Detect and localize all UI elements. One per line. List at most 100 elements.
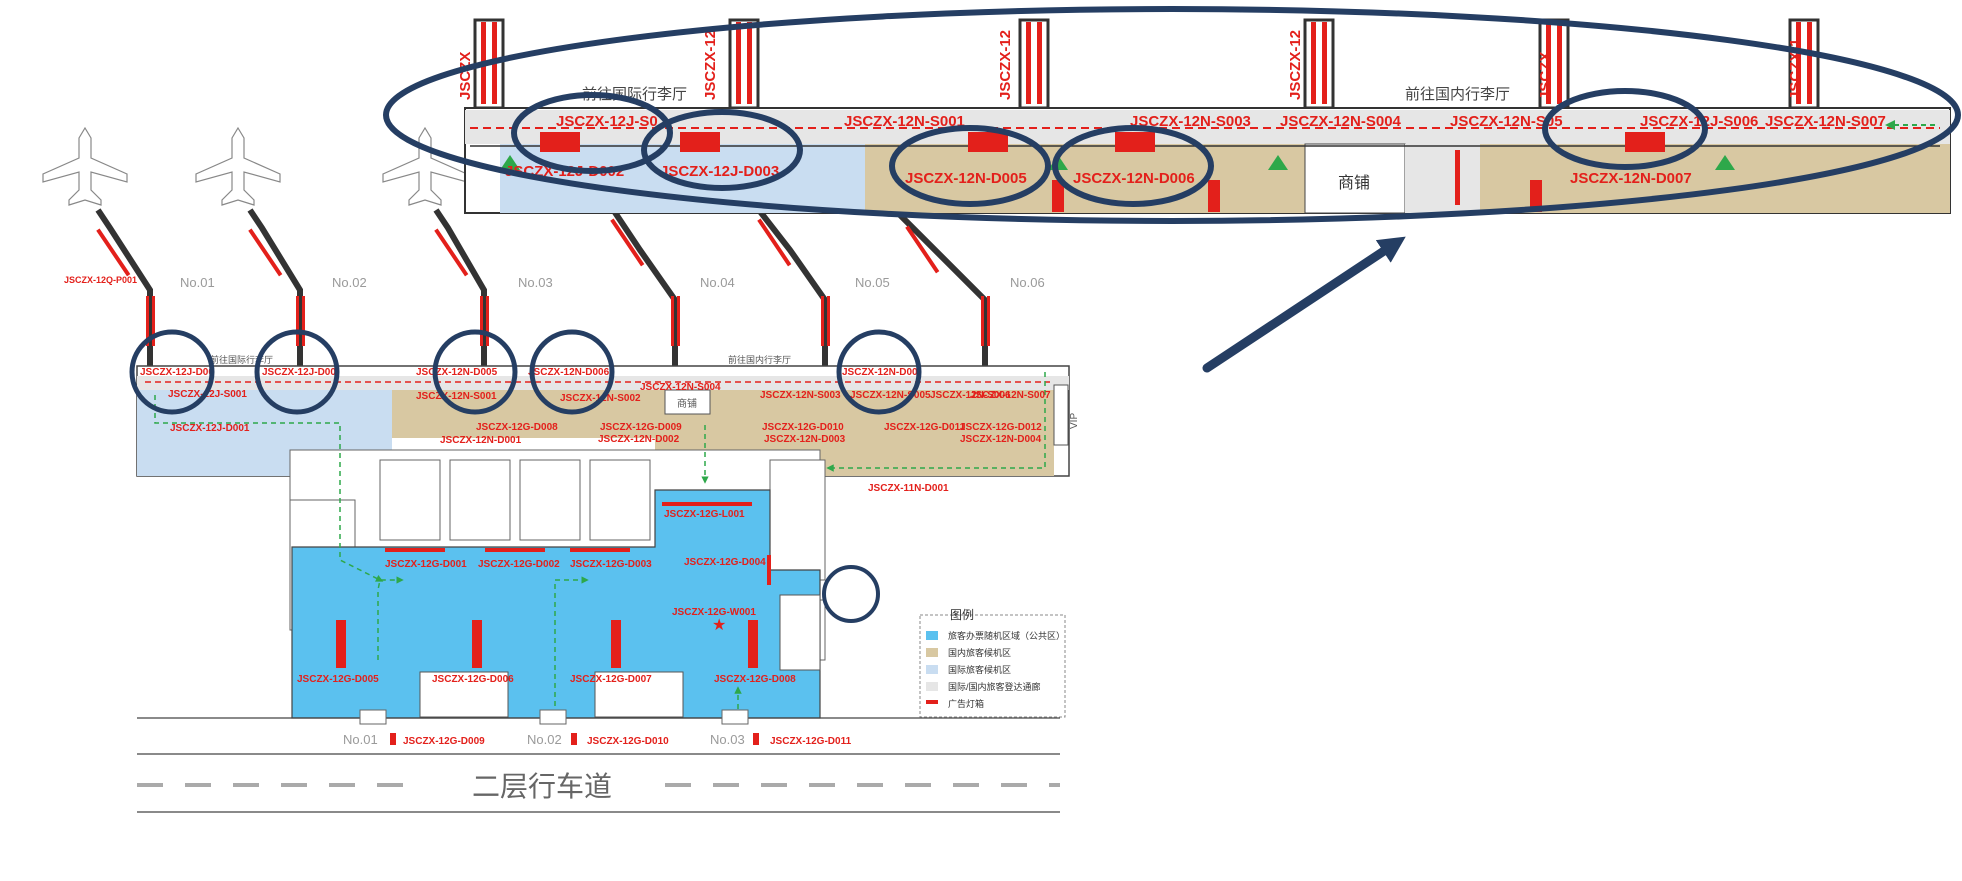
aircraft-icon: [42, 127, 128, 206]
bridge-label: JSCZX-12: [997, 30, 1014, 100]
gate-number: No.03: [518, 275, 553, 290]
lightbox-label: JSCZX-12N-S05: [1450, 113, 1563, 130]
shop-block: [664, 389, 711, 415]
lightbox-label: JSCZX-12G-D010: [587, 736, 669, 747]
lightbox-label: JSCZX-12N-D005: [905, 170, 1027, 187]
corridor-zone: [137, 376, 1069, 390]
lightbox-label: JSCZX-12G-D010: [762, 422, 844, 433]
lightbox-label: JSCZX-12N-D006: [528, 367, 610, 378]
domestic-zone: [825, 438, 1054, 476]
jet-bridge: [752, 203, 828, 368]
aircraft-icon: [382, 127, 468, 206]
highlight-circle: [254, 329, 340, 415]
lightbox-label: JSCZX-12N-S001: [416, 391, 497, 402]
departure-road: 二层行车道 No.01 JSCZX-12G-D009 No.02 JSCZX-1…: [137, 709, 1060, 813]
zoom-pointer-arrow: [1202, 236, 1406, 373]
lightbox-label: JSCZX-12G-D011: [770, 736, 852, 747]
lightbox-label: JSCZX-12G-D002: [478, 559, 560, 570]
lightbox-label: JSCZX-12N-S006: [930, 390, 1011, 401]
lightbox-label: JSCZX-12N-S001: [844, 113, 965, 130]
inset-lightboxes: [540, 132, 1665, 212]
highlight-circle: [889, 125, 1051, 207]
gate-number: No.05: [855, 275, 890, 290]
lightbox-label: JSCZX-12N-D002: [598, 434, 680, 445]
gate-number: No.02: [332, 275, 367, 290]
lightbox-label: JSCZX-12G-D012: [960, 422, 1042, 433]
bridge-label: JSCZX: [457, 52, 474, 100]
lightbox-label: JSCZX-12G-W001: [672, 607, 756, 618]
lightbox-label: JSCZX-12G-D004: [684, 557, 766, 568]
zoom-inset: JSCZX JSCZX-12 JSCZX-12 JSCZX-12 JSCZX J…: [383, 6, 1961, 224]
domestic-hall-label: 前往国内行李厅: [728, 354, 791, 365]
bridge-label: JSCZX: [1537, 52, 1554, 100]
vip-label: VIP: [1069, 413, 1080, 429]
bridge-label: JSCZX-12: [1287, 30, 1304, 100]
lightbox-label: JSCZX-12N-S005: [850, 390, 931, 401]
lightbox-label: JSCZX-12G-D011: [884, 422, 966, 433]
shop-label: 商铺: [677, 397, 697, 410]
highlight-circle: [511, 92, 673, 174]
lightbox-label: JSCZX-12G-D006: [432, 674, 514, 685]
lightbox-label: JSCZX-12J-S006: [1640, 113, 1758, 130]
lightbox-label: JSCZX-11N-D001: [868, 483, 949, 494]
lightbox-label: JSCZX-12G-D007: [570, 674, 652, 685]
lightbox-label: JSCZX-12N-S003: [1130, 113, 1251, 130]
inset-domestic-hall: 前往国内行李厅: [1405, 86, 1510, 103]
entrance-number: No.01: [343, 732, 378, 747]
lightbox-label: JSCZX-12G-D008: [476, 422, 558, 433]
jet-bridge: [95, 208, 153, 368]
highlight-circle: [129, 329, 215, 415]
gate-number: No.01: [180, 275, 215, 290]
lightbox-label: JSCZX-12N-D003: [764, 434, 846, 445]
inset-shop: [1304, 143, 1406, 214]
lightbox-label: JSCZX-12G-D008: [714, 674, 796, 685]
inset-highlight-circles: [511, 88, 1708, 207]
lightbox-label: JSCZX-12G-D009: [600, 422, 682, 433]
inset-labels: JSCZX-12J-S0 JSCZX-12N-S001 JSCZX-12N-S0…: [505, 113, 1886, 187]
lightbox-label: JSCZX-12J-D003: [660, 163, 779, 180]
legend-item: 国际旅客候机区: [948, 664, 1011, 675]
legend-item: 国际/国内旅客登达通廊: [948, 681, 1041, 692]
highlight-circle: [1542, 88, 1708, 170]
lightbox-label: JSCZX-12N-D005: [416, 367, 498, 378]
jet-bridge: [897, 212, 988, 368]
jet-bridge: [607, 203, 678, 368]
lightbox-label: JSCZX-12N-D007: [1570, 170, 1692, 187]
aircraft-icon: [195, 127, 281, 206]
legend: 图例 旅客办票随机区域（公共区） 国内旅客候机区 国际旅客候机区 国际/国内旅客…: [919, 608, 1066, 718]
lightbox-label: JSCZX-12N-S004: [640, 382, 721, 393]
inset-international-zone: [500, 144, 865, 213]
entrance-number: No.02: [527, 732, 562, 747]
passenger-flow-arrows: [154, 372, 1046, 718]
zoom-outline: [383, 6, 1961, 224]
gate-number: No.04: [700, 275, 735, 290]
lightbox-label: JSCZX-12N-D004: [960, 434, 1042, 445]
star-icon: ★: [712, 617, 726, 634]
entrance-number: No.03: [710, 732, 745, 747]
lightbox-label: JSCZX-12G-D005: [297, 674, 379, 685]
jet-bridge-lightboxes: [96, 218, 990, 346]
highlight-circle: [432, 329, 518, 415]
road-label: 二层行车道: [472, 771, 612, 802]
jet-bridge: [433, 208, 487, 368]
public-zone: [291, 489, 821, 719]
jet-bridge: [247, 208, 303, 368]
lightbox-label: JSCZX-12N-S004: [1280, 113, 1402, 130]
inset-corridor: [1405, 144, 1480, 213]
international-hall-label: 前往国际行李厅: [210, 354, 273, 365]
lightbox-label: JSCZX-12N-S003: [760, 390, 841, 401]
jet-bridges: [95, 203, 988, 368]
inset-shop-label: 商铺: [1338, 174, 1370, 192]
lightbox-label: JSCZX-12N-D001: [440, 435, 522, 446]
lightbox-label: JSCZX-12J-D00: [262, 367, 336, 378]
lightbox-label: JSCZX-12J-D001: [170, 423, 250, 434]
highlight-circle: [641, 109, 803, 191]
lightbox-label: JSCZX-12N-D00: [842, 367, 918, 378]
highlight-circles: [129, 329, 922, 623]
inset-bridge-labels: JSCZX JSCZX-12 JSCZX-12 JSCZX-12 JSCZX J…: [457, 30, 1804, 100]
legend-item: 国内旅客候机区: [948, 647, 1011, 658]
lightbox-label: JSCZX-12J-S0: [556, 113, 658, 130]
lightbox-label: JSCZX-12G-D003: [570, 559, 652, 570]
bridge-label: JSCZX-12: [702, 30, 719, 100]
highlight-circle: [822, 565, 880, 623]
